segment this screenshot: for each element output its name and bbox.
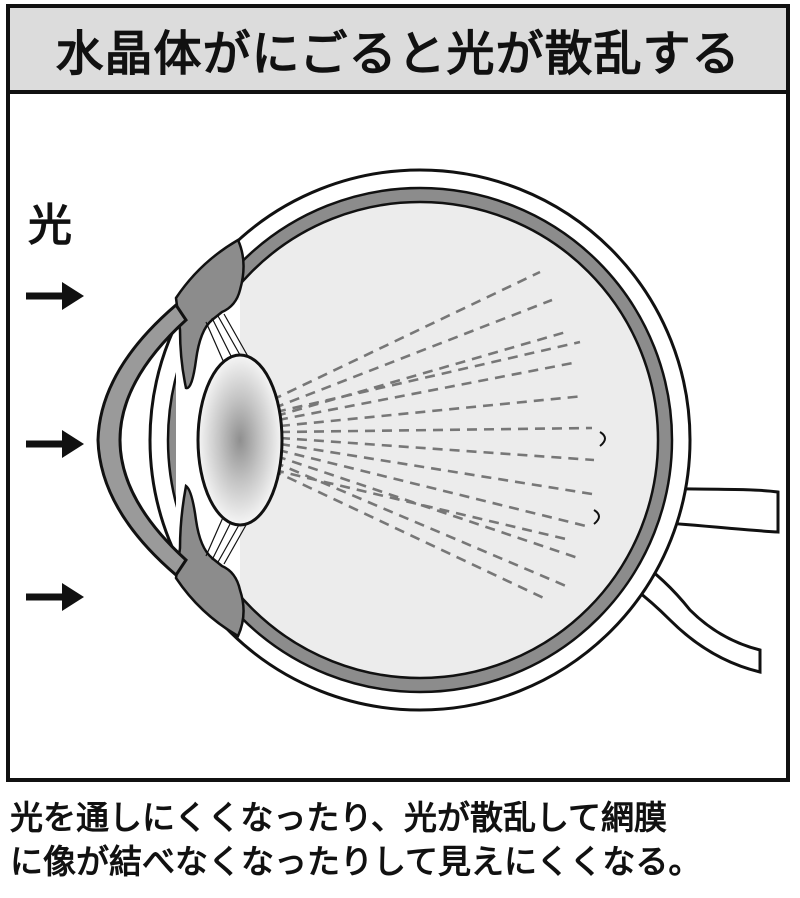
crystalline-lens [196, 353, 284, 527]
title-bar: 水晶体がにごると光が散乱する [10, 8, 786, 94]
caption-line-2: に像が結べなくなったりして見えにくくなる。 [10, 842, 702, 881]
retina-detail [593, 431, 606, 525]
light-arrow-middle [26, 430, 84, 458]
caption: 光を通しにくくなったり、光が散乱して網膜 に像が結べなくなったりして見えにくくな… [10, 796, 794, 884]
light-arrow-top [26, 282, 84, 310]
caption-line-1: 光を通しにくくなったり、光が散乱して網膜 [10, 798, 668, 837]
page-title: 水晶体がにごると光が散乱する [55, 26, 741, 82]
light-label: 光 [28, 200, 72, 251]
light-arrow-bottom [26, 583, 84, 611]
ciliary-body-bottom [174, 483, 245, 638]
ciliary-body-top [174, 238, 245, 390]
cornea [96, 302, 188, 578]
scattered-light-rays [271, 270, 595, 602]
